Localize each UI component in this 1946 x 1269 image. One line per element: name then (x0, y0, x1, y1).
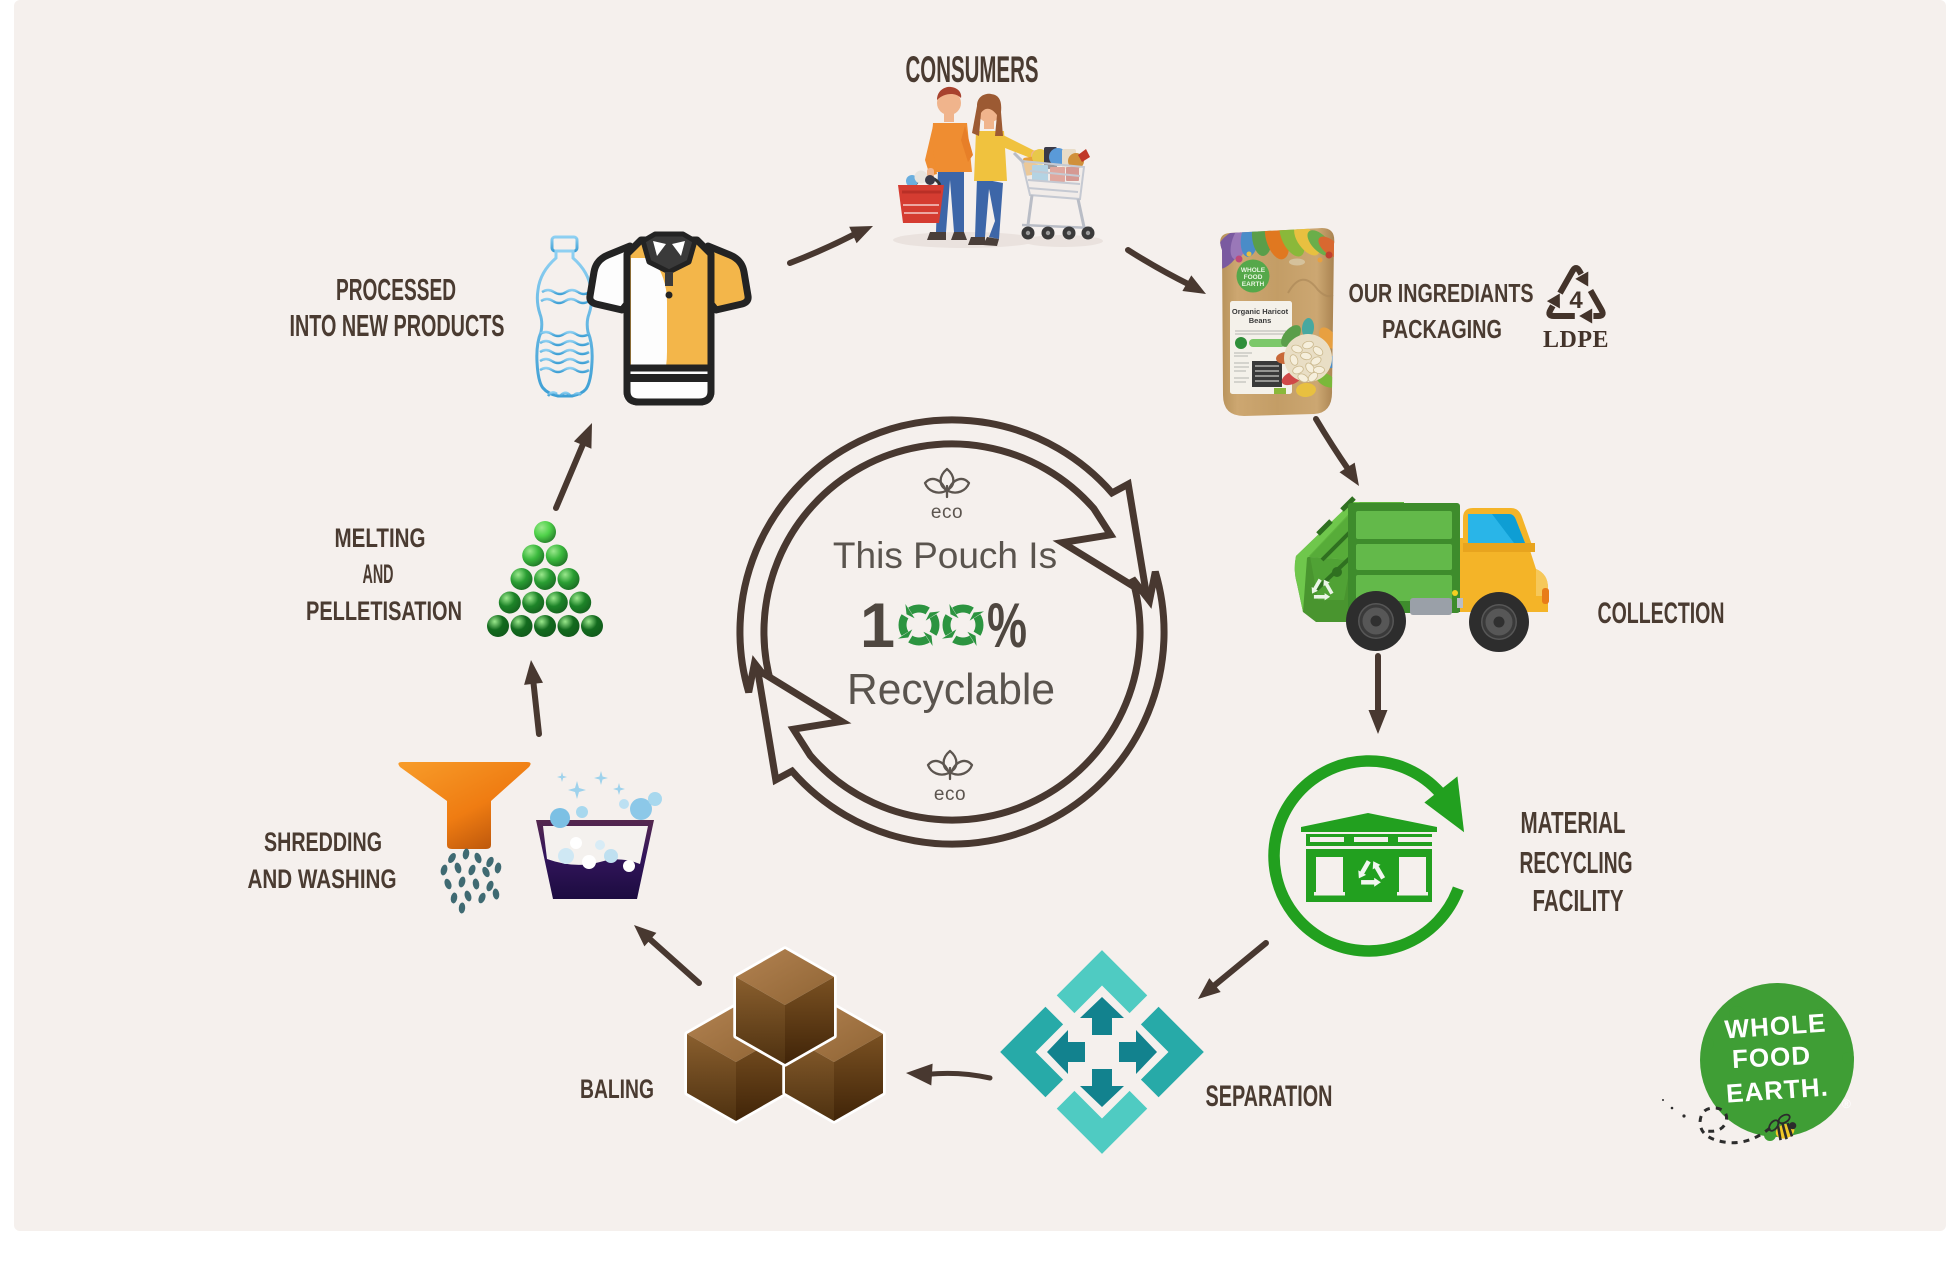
svg-text:MATERIAL: MATERIAL (1521, 805, 1626, 840)
svg-text:Beans: Beans (1249, 316, 1272, 325)
svg-text:CONSUMERS: CONSUMERS (906, 49, 1039, 90)
svg-text:This Pouch Is: This Pouch Is (833, 535, 1057, 576)
svg-text:RECYCLING: RECYCLING (1520, 845, 1633, 880)
svg-text:WHOLE: WHOLE (1241, 267, 1266, 274)
svg-text:PROCESSED: PROCESSED (336, 272, 456, 307)
svg-text:WHOLE: WHOLE (1724, 1008, 1828, 1045)
svg-text:LDPE: LDPE (1543, 327, 1609, 353)
svg-text:OUR INGREDIANTS: OUR INGREDIANTS (1349, 278, 1534, 308)
svg-text:BALING: BALING (580, 1074, 654, 1104)
svg-text:EARTH.: EARTH. (1725, 1071, 1830, 1108)
svg-text:INTO NEW PRODUCTS: INTO NEW PRODUCTS (290, 308, 505, 343)
svg-text:SEPARATION: SEPARATION (1206, 1080, 1333, 1113)
svg-text:®: ® (1842, 1097, 1851, 1111)
svg-text:1: 1 (860, 591, 895, 661)
svg-text:PACKAGING: PACKAGING (1382, 314, 1502, 344)
svg-text:eco: eco (934, 784, 966, 805)
svg-text:FACILITY: FACILITY (1533, 883, 1624, 918)
svg-text:%: % (987, 591, 1027, 661)
svg-text:Recyclable: Recyclable (847, 665, 1055, 714)
svg-text:AND WASHING: AND WASHING (248, 864, 397, 894)
svg-text:eco: eco (931, 502, 963, 523)
svg-text:EARTH: EARTH (1242, 281, 1265, 288)
svg-text:4: 4 (1569, 287, 1583, 314)
svg-text:SHREDDING: SHREDDING (264, 827, 382, 857)
svg-text:MELTING: MELTING (335, 523, 426, 553)
svg-text:FOOD: FOOD (1244, 274, 1263, 281)
svg-text:AND: AND (363, 559, 394, 589)
svg-text:PELLETISATION: PELLETISATION (306, 596, 462, 626)
svg-text:Organic Haricot: Organic Haricot (1232, 307, 1289, 316)
svg-text:FOOD: FOOD (1731, 1040, 1812, 1074)
svg-text:COLLECTION: COLLECTION (1598, 597, 1725, 630)
